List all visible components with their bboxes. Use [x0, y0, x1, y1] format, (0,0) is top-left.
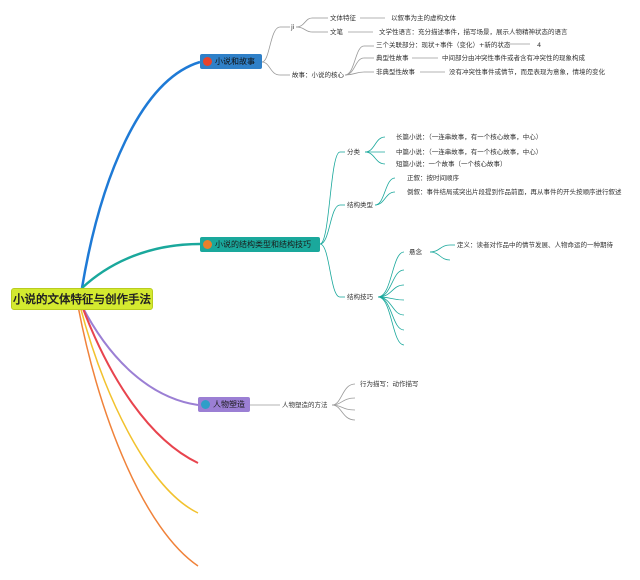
- b1-links: [261, 17, 530, 76]
- branch-character[interactable]: 人物塑造: [198, 397, 250, 412]
- branch-line-3: [81, 305, 199, 406]
- node-wenbi-desc[interactable]: 文学性语言：充分描述事件，描写场景，展示人物精神状态的语言: [379, 28, 568, 36]
- branch-line-yellow: [79, 305, 199, 514]
- b3-links: [250, 383, 356, 421]
- node-wenbi[interactable]: 文笔: [330, 28, 343, 36]
- blue-dot-icon: [201, 400, 210, 409]
- branch-label: 人物塑造: [213, 400, 245, 409]
- branch-novel-and-story[interactable]: 小说和故事: [200, 54, 262, 69]
- branch-label: 小说和故事: [215, 57, 255, 66]
- orange-dot-icon: [203, 240, 212, 249]
- node-wenti-desc[interactable]: 以叙事为主的虚构文体: [391, 14, 456, 22]
- node-dingyi[interactable]: 定义：读者对作品中的情节发展、人物命运的一种期待: [457, 241, 613, 249]
- branch-structure[interactable]: 小说的结构类型和结构技巧: [200, 237, 320, 252]
- node-dianxing[interactable]: 典型性故事: [376, 54, 409, 62]
- node-dianxing-desc[interactable]: 中间部分由冲突性事件或者含有冲突性的现象构成: [442, 54, 585, 62]
- node-zhengxu[interactable]: 正叙：按时间顺序: [407, 174, 459, 182]
- node-jiegouleixing[interactable]: 结构类型: [347, 201, 373, 209]
- branch-label: 小说的结构类型和结构技巧: [215, 240, 311, 249]
- node-chang[interactable]: 长篇小说：（一连串故事，有一个核心故事，中心）: [396, 133, 543, 141]
- node-sange[interactable]: 三个关联部分：现状+事件（变化）+新的状态: [376, 41, 511, 49]
- node-jiegoujiqiao[interactable]: 结构技巧: [347, 293, 373, 301]
- node-xingwei[interactable]: 行为描写：动作描写: [360, 380, 419, 388]
- red-dot-icon: [203, 57, 212, 66]
- root-topic[interactable]: 小说的文体特征与创作手法: [11, 288, 153, 310]
- node-wenti[interactable]: 文体特征: [330, 14, 356, 22]
- node-feidianxing-desc[interactable]: 没有冲突性事件或情节，而是表现为意象，情境的变化: [449, 68, 605, 76]
- node-xuannian[interactable]: 悬念: [409, 248, 422, 256]
- node-duan[interactable]: 短篇小说：一个故事（一个核心故事）: [396, 160, 507, 168]
- node-sange-mark: 4: [537, 41, 542, 49]
- node-feidianxing[interactable]: 非典型性故事: [376, 68, 415, 76]
- node-ji[interactable]: ji: [291, 23, 295, 31]
- node-daoxu[interactable]: 倒叙：事件结局或突出片段提到作品前面，再从事件的开头按顺序进行叙述: [407, 188, 622, 196]
- branch-line-2: [81, 242, 201, 289]
- node-hexin[interactable]: 故事：小说的核心: [292, 71, 344, 79]
- branch-line-orange: [77, 305, 199, 567]
- branch-line-red: [81, 305, 199, 464]
- b2-links: [319, 136, 455, 346]
- root-topic-label: 小说的文体特征与创作手法: [13, 292, 151, 306]
- node-zhong[interactable]: 中篇小说：（一连串故事，有一个核心故事，中心）: [396, 148, 543, 156]
- branch-line-1: [80, 60, 201, 289]
- node-fenlei[interactable]: 分类: [347, 148, 360, 156]
- node-fangfa[interactable]: 人物塑造的方法: [282, 401, 328, 409]
